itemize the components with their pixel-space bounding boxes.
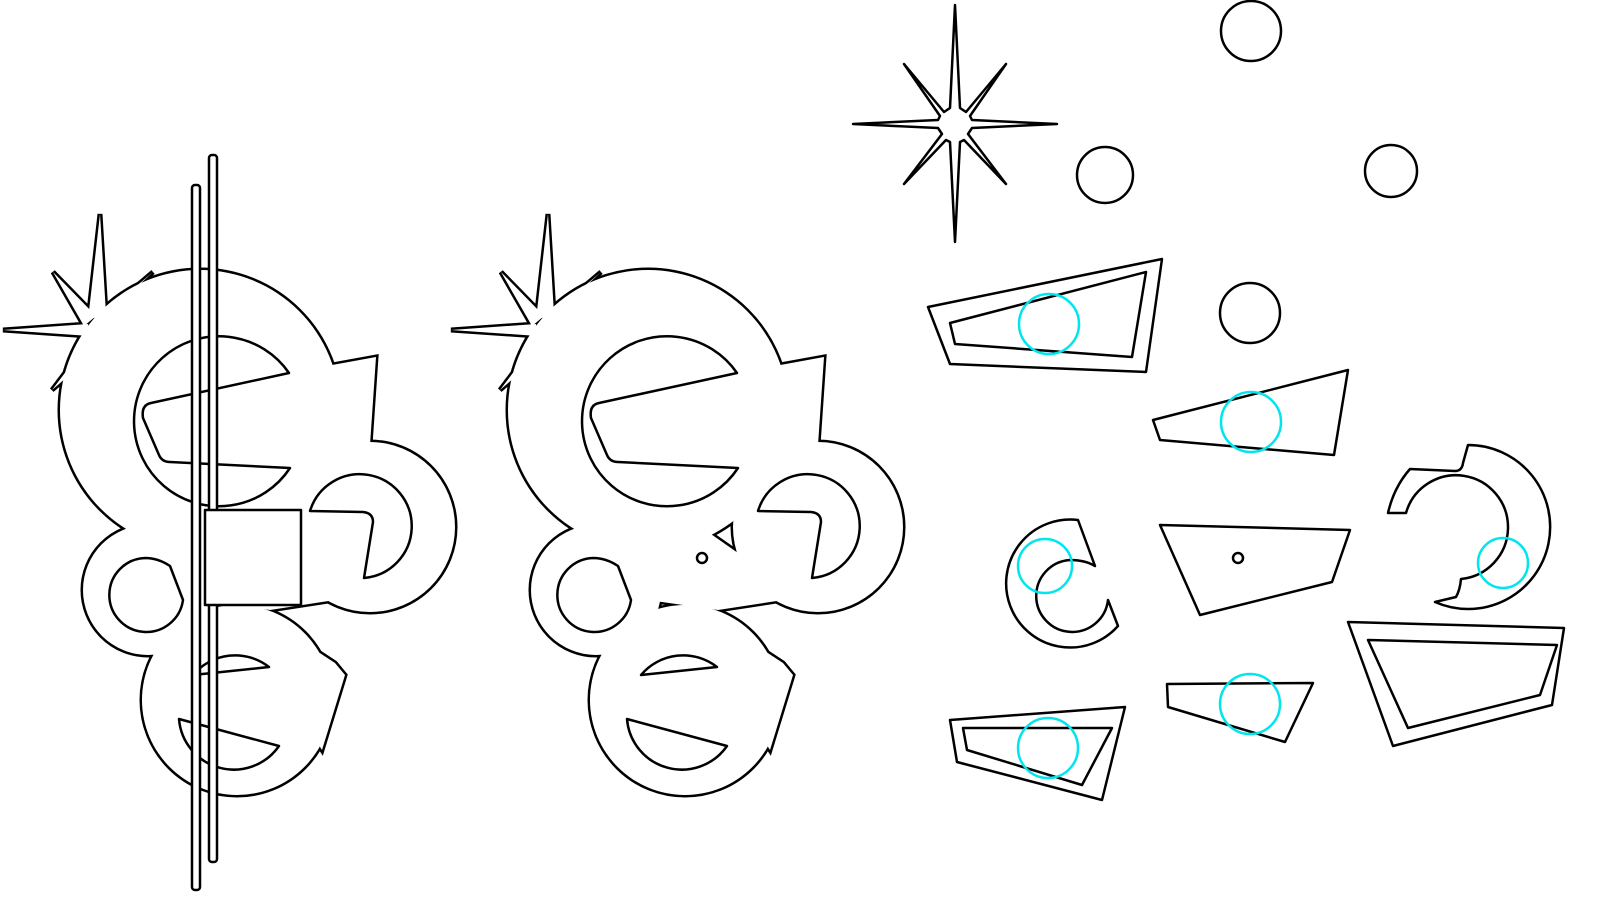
star	[851, 3, 1059, 244]
ornament	[451, 214, 903, 795]
trapezoid-inner	[1366, 638, 1559, 730]
marker-circle	[1016, 537, 1074, 595]
marker-circle	[1218, 672, 1282, 736]
trapezoid-part	[1151, 368, 1350, 457]
vertical-bar	[207, 153, 219, 864]
loose-parts	[851, 0, 1566, 802]
trapezoid-part	[1346, 620, 1566, 748]
circle-part	[1363, 143, 1419, 199]
pin-hole	[695, 551, 709, 565]
marker-circle	[1016, 716, 1080, 780]
trapezoid-part	[1158, 523, 1352, 617]
marker-circle	[1476, 536, 1530, 590]
marker-circle	[1219, 390, 1283, 454]
circle-part	[1075, 145, 1135, 205]
crescent-part	[1004, 518, 1120, 649]
ornament-with-bars	[3, 153, 455, 892]
crescent-part	[1386, 443, 1552, 611]
trapezoid-part	[1165, 681, 1315, 744]
square-tab	[203, 508, 303, 607]
trapezoid-part	[948, 705, 1127, 802]
marker-circle	[1017, 292, 1081, 356]
trapezoid-inner	[948, 270, 1148, 359]
circle-part	[1219, 0, 1283, 63]
trapezoid-inner	[961, 726, 1114, 787]
vertical-bar	[190, 183, 202, 892]
pin-hole	[1231, 551, 1245, 565]
trapezoid-part	[926, 257, 1164, 374]
circle-part	[1218, 281, 1282, 345]
